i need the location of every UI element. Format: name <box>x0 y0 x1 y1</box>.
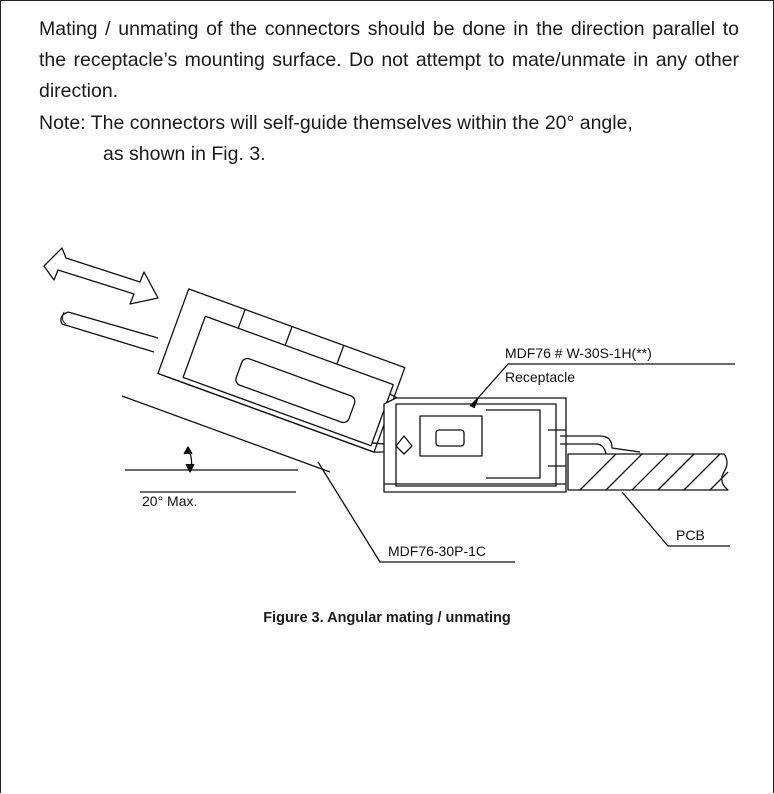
angle-label: 20° Max. <box>142 493 197 509</box>
plug-part-label: MDF76-30P-1C <box>388 543 486 559</box>
receptacle-label: Receptacle <box>505 369 575 385</box>
leader-plug <box>317 461 515 563</box>
instruction-paragraph: Mating / unmating of the connectors shou… <box>39 18 739 102</box>
slope-line <box>121 395 331 473</box>
figure-caption: Figure 3. Angular mating / unmating <box>263 610 511 626</box>
note-block: Note: The connectors will self-guide the… <box>39 108 744 170</box>
note-label: Note: <box>39 112 91 134</box>
pcb-label: PCB <box>676 527 705 543</box>
leader-pcb <box>621 491 730 547</box>
leader-receptacle <box>477 363 735 399</box>
receptacle-body <box>383 397 641 493</box>
plug-body <box>157 288 406 453</box>
note-line-2: as shown in Fig. 3. <box>103 143 266 165</box>
double-arrow-icon <box>43 247 159 305</box>
connector-diagram: MDF76 # W-30S-1H(**) Receptacle 20° Max.… <box>43 247 735 563</box>
note-line-1: The connectors will self-guide themselve… <box>90 112 633 134</box>
pcb-board <box>567 453 729 491</box>
receptacle-part-label: MDF76 # W-30S-1H(**) <box>505 345 652 361</box>
cable <box>61 311 159 353</box>
